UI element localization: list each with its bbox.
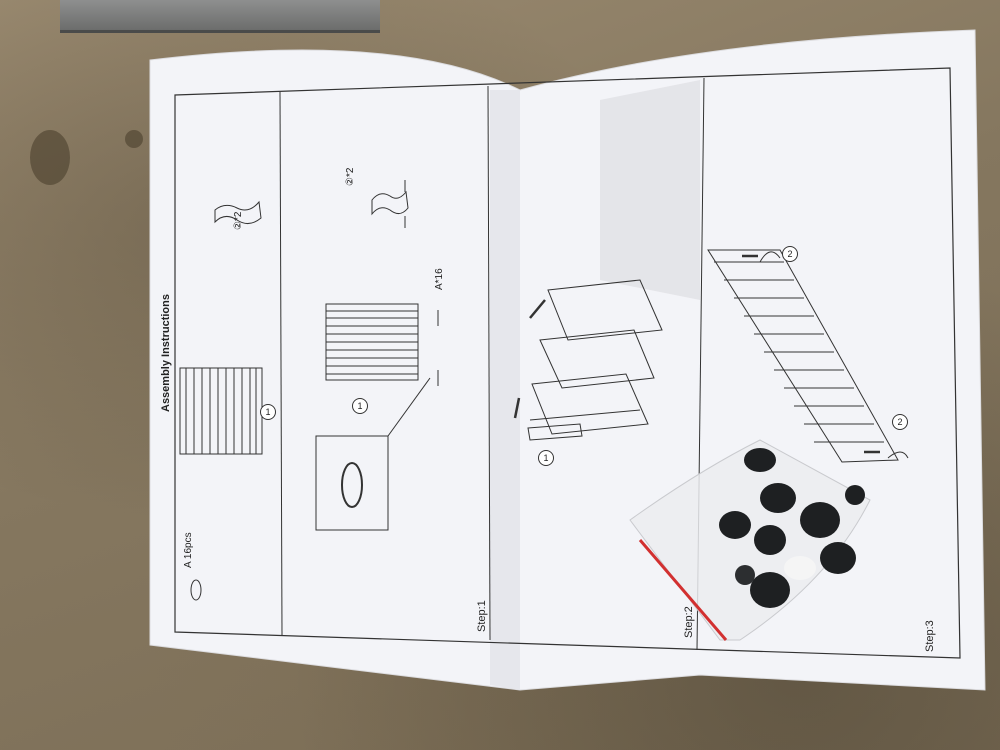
cardboard-box-edge <box>60 0 380 33</box>
step-label: Step:2 <box>683 606 695 638</box>
part-one-marker: 1 <box>352 398 368 414</box>
panel-drawing <box>179 200 263 601</box>
part-two-qty: ②*2 <box>233 211 244 230</box>
part-two-marker: 2 <box>782 246 798 262</box>
gate-drawing <box>707 249 909 463</box>
part-one-marker: 1 <box>260 404 276 420</box>
parts-note: A 16pcs <box>183 532 194 568</box>
part-two-marker: 2 <box>892 414 908 430</box>
stacked-panels-drawing <box>513 279 663 441</box>
step-label: Step:3 <box>924 620 936 652</box>
floor-stain <box>30 130 70 185</box>
part-two-qty: ②*2 <box>345 167 356 186</box>
sheet-title: Assembly Instructions <box>160 294 172 412</box>
parts-bag <box>629 439 871 641</box>
step-label: Step:1 <box>476 600 488 632</box>
part-one-marker: 1 <box>538 450 554 466</box>
a-quantity: A*16 <box>434 268 445 290</box>
floor-stain <box>125 130 143 148</box>
panel-drawing <box>315 180 439 531</box>
